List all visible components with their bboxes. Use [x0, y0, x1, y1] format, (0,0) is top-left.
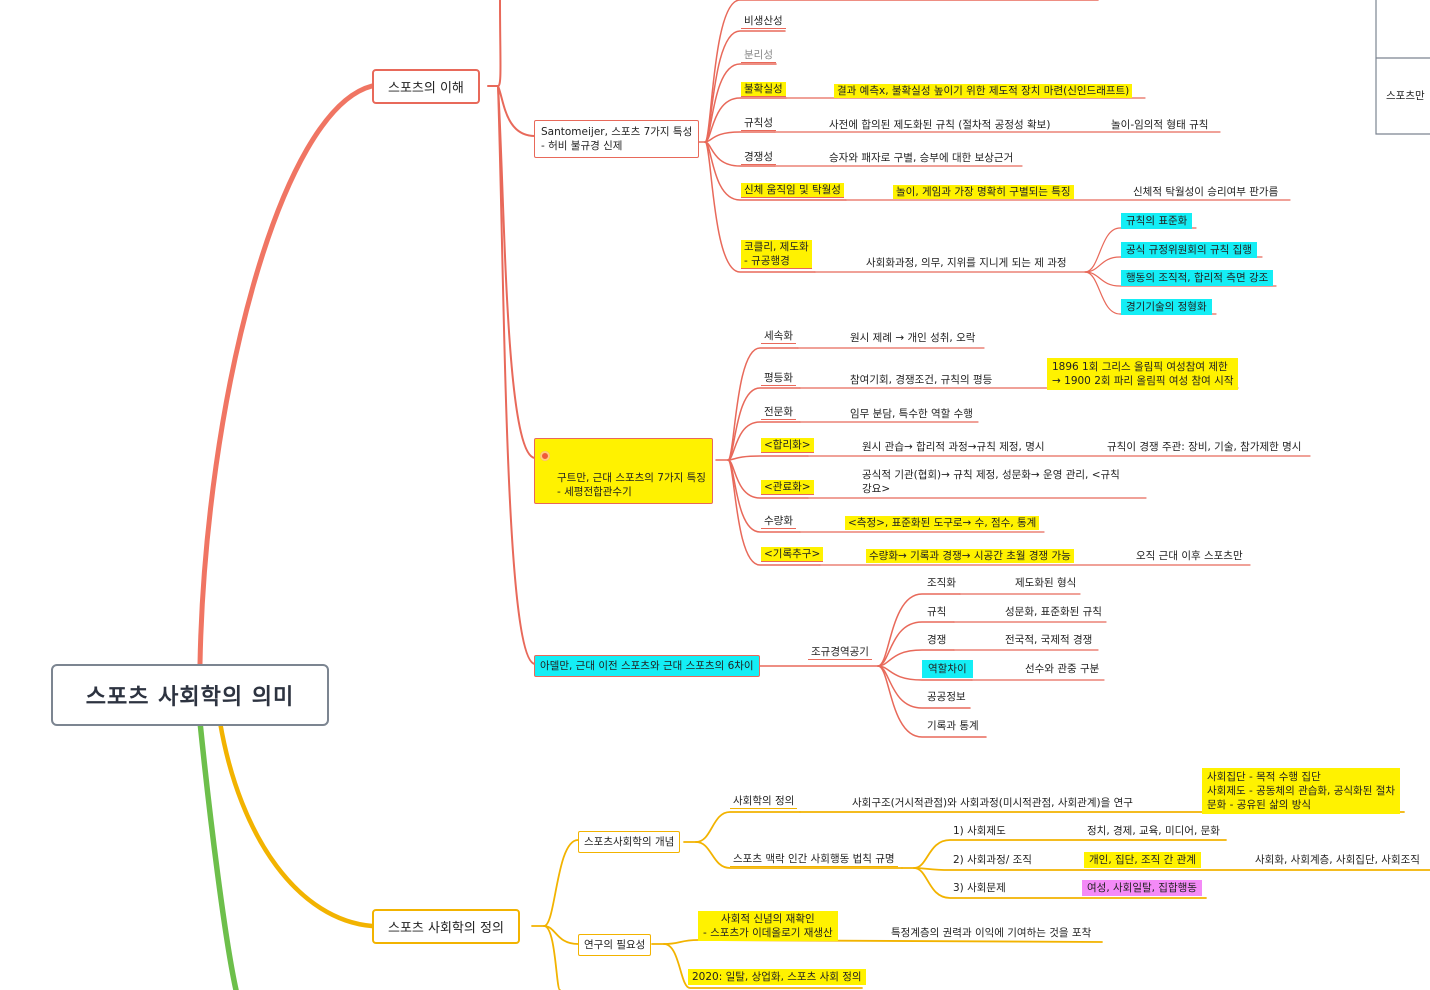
node-law-2[interactable]: 2) 사회과정/ 조직 — [953, 854, 1032, 866]
node-specialization-desc[interactable]: 임무 분담, 특수한 역할 수행 — [850, 408, 973, 420]
node-compete-desc[interactable]: 승자와 패자로 구별, 승부에 대한 보상근거 — [829, 152, 1014, 164]
node-law-3[interactable]: 3) 사회문제 — [953, 882, 1006, 894]
need-node[interactable]: 연구의 필요성 — [578, 934, 652, 956]
node-secular-desc[interactable]: 원시 제례 → 개인 성취, 오락 — [850, 332, 976, 344]
adelman-key-4[interactable]: 공공정보 — [927, 691, 966, 703]
node-law-3-desc[interactable]: 여성, 사회일탈, 집합행동 — [1082, 880, 1202, 896]
adelman-key-1[interactable]: 규칙 — [927, 606, 947, 618]
node-rule-desc2[interactable]: 놀이-임의적 형태 규칙 — [1111, 119, 1209, 131]
node-rationalization-desc2[interactable]: 규칙이 경쟁 주관: 장비, 기술, 참가제한 명시 — [1107, 441, 1302, 453]
node-coakley-4[interactable]: 경기기술의 정형화 — [1121, 299, 1212, 315]
node-coakley[interactable]: 코클리, 제도화 - 규공행경 — [741, 240, 812, 269]
topic-label: 스포츠의 이해 — [388, 81, 464, 96]
node-unproductive[interactable]: 비생산성 — [741, 14, 786, 29]
node-law-1[interactable]: 1) 사회제도 — [953, 825, 1006, 837]
node-physical-desc2[interactable]: 신체적 탁월성이 승리여부 판가름 — [1133, 186, 1279, 198]
adelman-key-5[interactable]: 기록과 통계 — [927, 720, 979, 732]
node-sociology-def[interactable]: 사회학의 정의 — [730, 794, 798, 809]
node-quantification-desc[interactable]: <측정>, 표준화된 도구로→ 수, 점수, 통계 — [845, 516, 1040, 530]
node-equality-desc[interactable]: 참여기회, 경쟁조건, 규칙의 평등 — [850, 374, 993, 386]
node-rule[interactable]: 규칙성 — [741, 116, 776, 131]
node-2020[interactable]: 2020: 일탈, 상업화, 스포츠 사회 정의 — [688, 969, 866, 985]
node-adelman-mid[interactable]: 조규경역공기 — [808, 645, 872, 660]
santomeijer-node[interactable]: Santomeijer, 스포츠 7가지 특성 - 허비 불규경 신제 — [534, 120, 700, 158]
node-bureaucratization[interactable]: <관료화> — [761, 480, 814, 495]
node-social-belief-desc[interactable]: 특정계층의 권력과 이익에 기여하는 것을 포착 — [891, 927, 1092, 939]
node-rationalization[interactable]: <합리화> — [761, 438, 814, 453]
node-equality-note[interactable]: 1896 1회 그리스 올림픽 여성참여 제한 → 1900 2회 파리 올림픽… — [1047, 358, 1239, 390]
node-sociology-def-note[interactable]: 사회집단 - 목적 수행 집단 사회제도 - 공동체의 관습화, 공식화된 절차… — [1202, 768, 1401, 814]
node-uncertain[interactable]: 불확실성 — [741, 82, 786, 97]
adelman-val-2[interactable]: 전국적, 국제적 경쟁 — [1005, 634, 1093, 646]
topic-label: 스포츠 사회학의 정의 — [388, 921, 504, 936]
guttmann-label: 구트만, 근대 스포츠의 7가지 특징 - 세평전합관수기 — [557, 472, 706, 498]
node-social-belief[interactable]: 사회적 신념의 재확인 - 스포츠가 이데올로기 재생산 — [698, 911, 838, 941]
node-law-2-desc2[interactable]: 사회화, 사회계층, 사회집단, 사회조직 — [1255, 854, 1420, 866]
adelman-key-2[interactable]: 경쟁 — [927, 634, 947, 646]
node-coakley-3[interactable]: 행동의 조직적, 합리적 측면 강조 — [1121, 270, 1274, 286]
node-equality[interactable]: 평등화 — [761, 371, 796, 386]
node-coakley-2[interactable]: 공식 규정위원회의 규칙 집행 — [1121, 242, 1257, 258]
node-law-2-desc[interactable]: 개인, 집단, 조직 간 관계 — [1084, 852, 1201, 868]
corner-label[interactable]: 스포츠만 — [1386, 90, 1425, 102]
node-coakley-desc[interactable]: 사회화과정, 의무, 지위를 지니게 되는 제 과정 — [866, 257, 1067, 269]
node-quantification[interactable]: 수량화 — [761, 514, 796, 529]
node-rule-desc[interactable]: 사전에 합의된 제도화된 규칙 (절차적 공정성 확보) — [829, 119, 1051, 131]
node-bureaucratization-desc[interactable]: 공식적 기관(협회)→ 규칙 제정, 성문화→ 운영 관리, <규칙 강요> — [862, 469, 1120, 495]
root-title: 스포츠 사회학의 의미 — [85, 685, 295, 710]
topic-sports-sociology-definition[interactable]: 스포츠 사회학의 정의 — [372, 909, 520, 944]
node-coakley-1[interactable]: 규칙의 표준화 — [1121, 213, 1193, 229]
root-topic[interactable]: 스포츠 사회학의 의미 — [51, 664, 329, 726]
topic-sports-understanding[interactable]: 스포츠의 이해 — [372, 69, 480, 104]
lightbulb-icon — [540, 451, 550, 461]
node-record-desc[interactable]: 수량화→ 기록과 경쟁→ 시공간 초월 경쟁 가능 — [866, 549, 1074, 563]
node-secular[interactable]: 세속화 — [761, 329, 796, 344]
node-compete[interactable]: 경쟁성 — [741, 150, 776, 165]
adelman-val-1[interactable]: 성문화, 표준화된 규칙 — [1005, 606, 1102, 618]
adelman-key-3[interactable]: 역할차이 — [922, 660, 973, 678]
node-specialization[interactable]: 전문화 — [761, 405, 796, 420]
concept-node[interactable]: 스포츠사회학의 개념 — [578, 831, 681, 853]
adelman-key-0[interactable]: 조직화 — [927, 577, 956, 589]
guttmann-node[interactable]: 구트만, 근대 스포츠의 7가지 특징 - 세평전합관수기 — [534, 438, 713, 504]
node-rationalization-desc[interactable]: 원시 관습→ 합리적 과정→규칙 제정, 명시 — [862, 441, 1045, 453]
adelman-val-0[interactable]: 제도화된 형식 — [1015, 577, 1077, 589]
node-sociology-def-desc[interactable]: 사회구조(거시적관점)와 사회과정(미시적관점, 사회관계)을 연구 — [852, 797, 1133, 809]
adelman-node[interactable]: 아델만, 근대 이전 스포츠와 근대 스포츠의 6차이 — [534, 655, 760, 677]
adelman-val-3[interactable]: 선수와 관중 구분 — [1025, 663, 1100, 675]
node-record[interactable]: <기록추구> — [761, 547, 824, 562]
node-social-law[interactable]: 스포츠 맥락 인간 사회행동 법칙 규명 — [730, 852, 898, 867]
node-physical-desc[interactable]: 놀이, 게임과 가장 명확히 구별되는 특징 — [893, 185, 1074, 199]
node-uncertain-desc[interactable]: 결과 예측x, 불확실성 높이기 위한 제도적 장치 마련(신인드래프트) — [834, 84, 1133, 98]
node-record-desc2[interactable]: 오직 근대 이후 스포츠만 — [1136, 550, 1243, 562]
node-law-1-desc[interactable]: 정치, 경제, 교육, 미디어, 문화 — [1087, 825, 1220, 837]
node-separate[interactable]: 분리성 — [741, 48, 776, 63]
node-physical[interactable]: 신체 움직임 및 탁월성 — [741, 183, 844, 198]
